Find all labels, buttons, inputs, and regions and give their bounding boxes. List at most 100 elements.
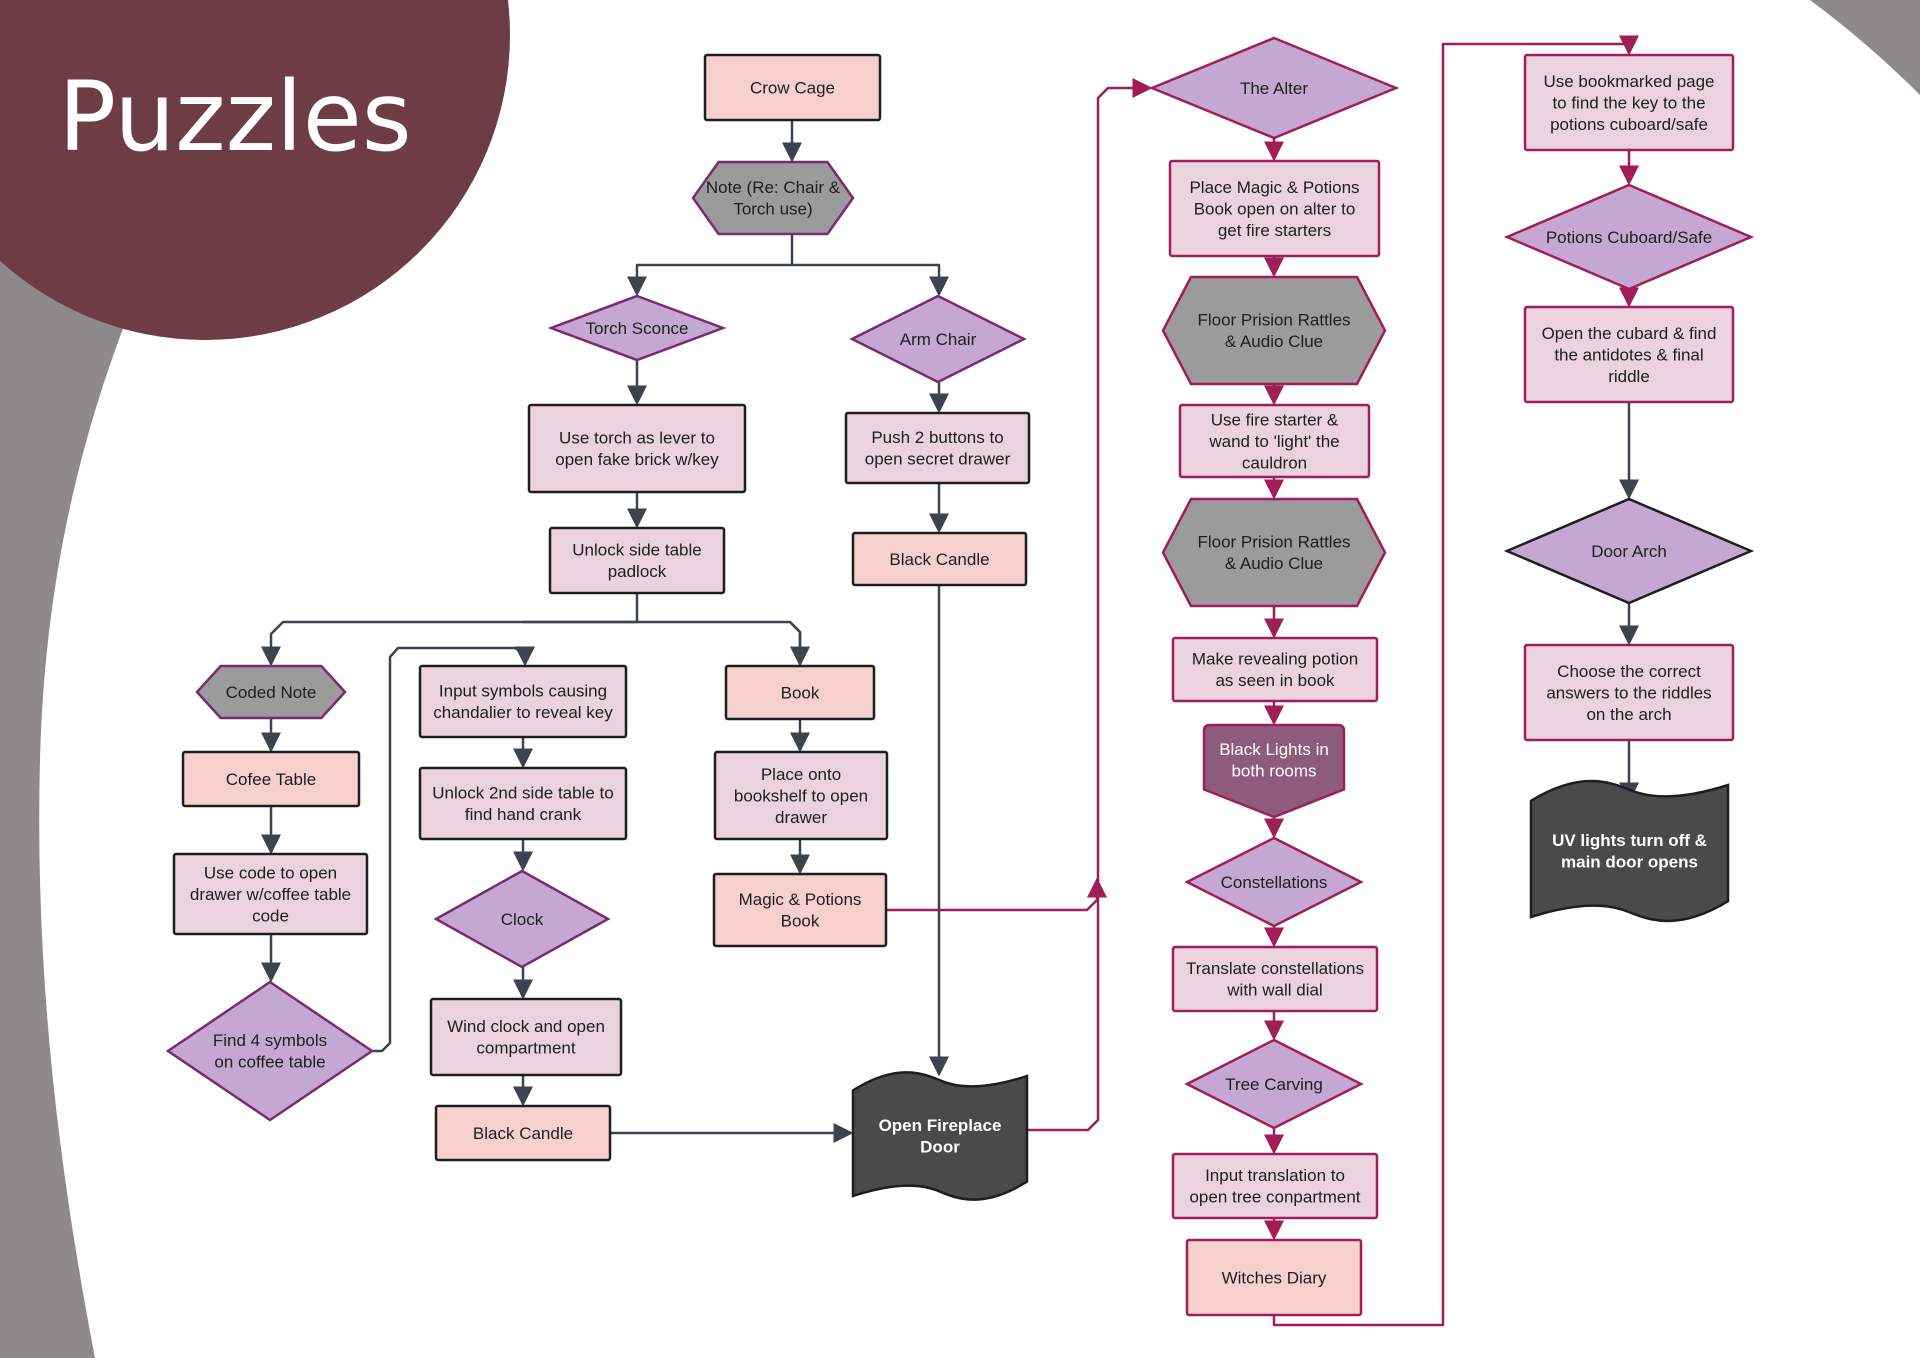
node-shape-black-lights xyxy=(1202,723,1346,819)
node-shape-magic-book xyxy=(712,872,888,948)
node-label-clock: Clock xyxy=(501,910,544,929)
node-shape-door-arch xyxy=(1503,497,1755,605)
node-label-door-arch: Door Arch xyxy=(1591,542,1667,561)
node-shape-bookmarked xyxy=(1523,53,1735,152)
node-coded-note: Coded Note xyxy=(195,664,347,720)
node-label-coded-note: Coded Note xyxy=(226,683,317,702)
node-book: Book xyxy=(724,664,876,721)
node-shape-push-buttons xyxy=(844,411,1031,485)
connector-layer xyxy=(261,35,1639,1327)
node-label-floor-2: Floor Prision Rattles& Audio Clue xyxy=(1197,533,1350,574)
node-shape-floor-1 xyxy=(1161,275,1387,386)
node-label-witches-diary: Witches Diary xyxy=(1222,1268,1327,1287)
node-shape-place-onto xyxy=(713,750,889,841)
title-circle xyxy=(0,0,510,340)
connector-note-to-arm-chair xyxy=(792,263,949,297)
node-label-arm-chair: Arm Chair xyxy=(900,330,977,349)
node-cofee-table: Cofee Table xyxy=(181,750,361,808)
connector-unlock-side-table-to-coded-note xyxy=(261,593,639,667)
node-black-candle-1: Black Candle xyxy=(851,531,1028,587)
node-shape-clock xyxy=(433,869,611,969)
node-shape-cofee-table xyxy=(181,750,361,808)
node-shape-place-magic xyxy=(1168,159,1381,258)
node-shape-unlock-2nd xyxy=(418,766,628,841)
connector-unlock-side-table-to-input-symbols xyxy=(523,620,810,667)
node-shape-coded-note xyxy=(195,664,347,720)
node-black-candle-2: Black Candle xyxy=(434,1104,612,1162)
node-label-black-candle-2: Black Candle xyxy=(473,1124,573,1143)
node-witches-diary: Witches Diary xyxy=(1185,1238,1363,1317)
node-arm-chair: Arm Chair xyxy=(849,294,1027,384)
node-floor-1: Floor Prision Rattles& Audio Clue xyxy=(1161,275,1387,386)
node-shape-floor-2 xyxy=(1161,497,1387,608)
node-floor-2: Floor Prision Rattles& Audio Clue xyxy=(1161,497,1387,608)
node-shape-black-candle-1 xyxy=(851,531,1028,587)
node-label-uv-lights: UV lights turn off &main door opens xyxy=(1552,831,1707,872)
node-shape-use-code xyxy=(172,852,369,936)
node-shape-fireplace xyxy=(851,1071,1029,1201)
node-label-potions-safe: Potions Cuboard/Safe xyxy=(1546,228,1712,247)
node-label-crow-cage: Crow Cage xyxy=(750,78,835,97)
node-note: Note (Re: Chair &Torch use) xyxy=(691,160,855,236)
node-shape-input-symbols xyxy=(418,664,628,739)
node-potions-safe: Potions Cuboard/Safe xyxy=(1503,183,1755,291)
node-door-arch: Door Arch xyxy=(1503,497,1755,605)
connector-fireplace-to-alter xyxy=(1027,78,1153,1132)
node-shape-use-torch xyxy=(527,403,747,494)
connector-unlock-side-table-to-book xyxy=(789,621,810,667)
node-label-alter: The Alter xyxy=(1240,79,1308,98)
connector-note-to-torch-sconce xyxy=(627,234,794,297)
node-clock: Clock xyxy=(433,869,611,969)
node-label-tree-carving: Tree Carving xyxy=(1225,1075,1323,1094)
node-shape-crow-cage xyxy=(703,53,882,122)
page-title: Puzzles xyxy=(58,61,412,173)
node-uv-lights: UV lights turn off &main door opens xyxy=(1529,779,1730,923)
connector-witches-diary-to-bookmarked xyxy=(1272,35,1639,1327)
node-shape-note xyxy=(691,160,855,236)
node-shape-arm-chair xyxy=(849,294,1027,384)
node-shape-choose-answers xyxy=(1523,643,1735,742)
node-shape-witches-diary xyxy=(1185,1238,1363,1317)
node-shape-unlock-side-table xyxy=(548,526,726,595)
node-alter: The Alter xyxy=(1148,36,1400,140)
node-shape-tree-carving xyxy=(1184,1038,1364,1130)
node-shape-wind-clock xyxy=(429,997,623,1077)
node-shape-potions-safe xyxy=(1503,183,1755,291)
node-label-book: Book xyxy=(781,683,820,702)
node-shape-uv-lights xyxy=(1529,779,1730,923)
connector-find-symbols-to-input-symbols xyxy=(372,646,535,1053)
gray-band-right xyxy=(1810,0,1920,95)
